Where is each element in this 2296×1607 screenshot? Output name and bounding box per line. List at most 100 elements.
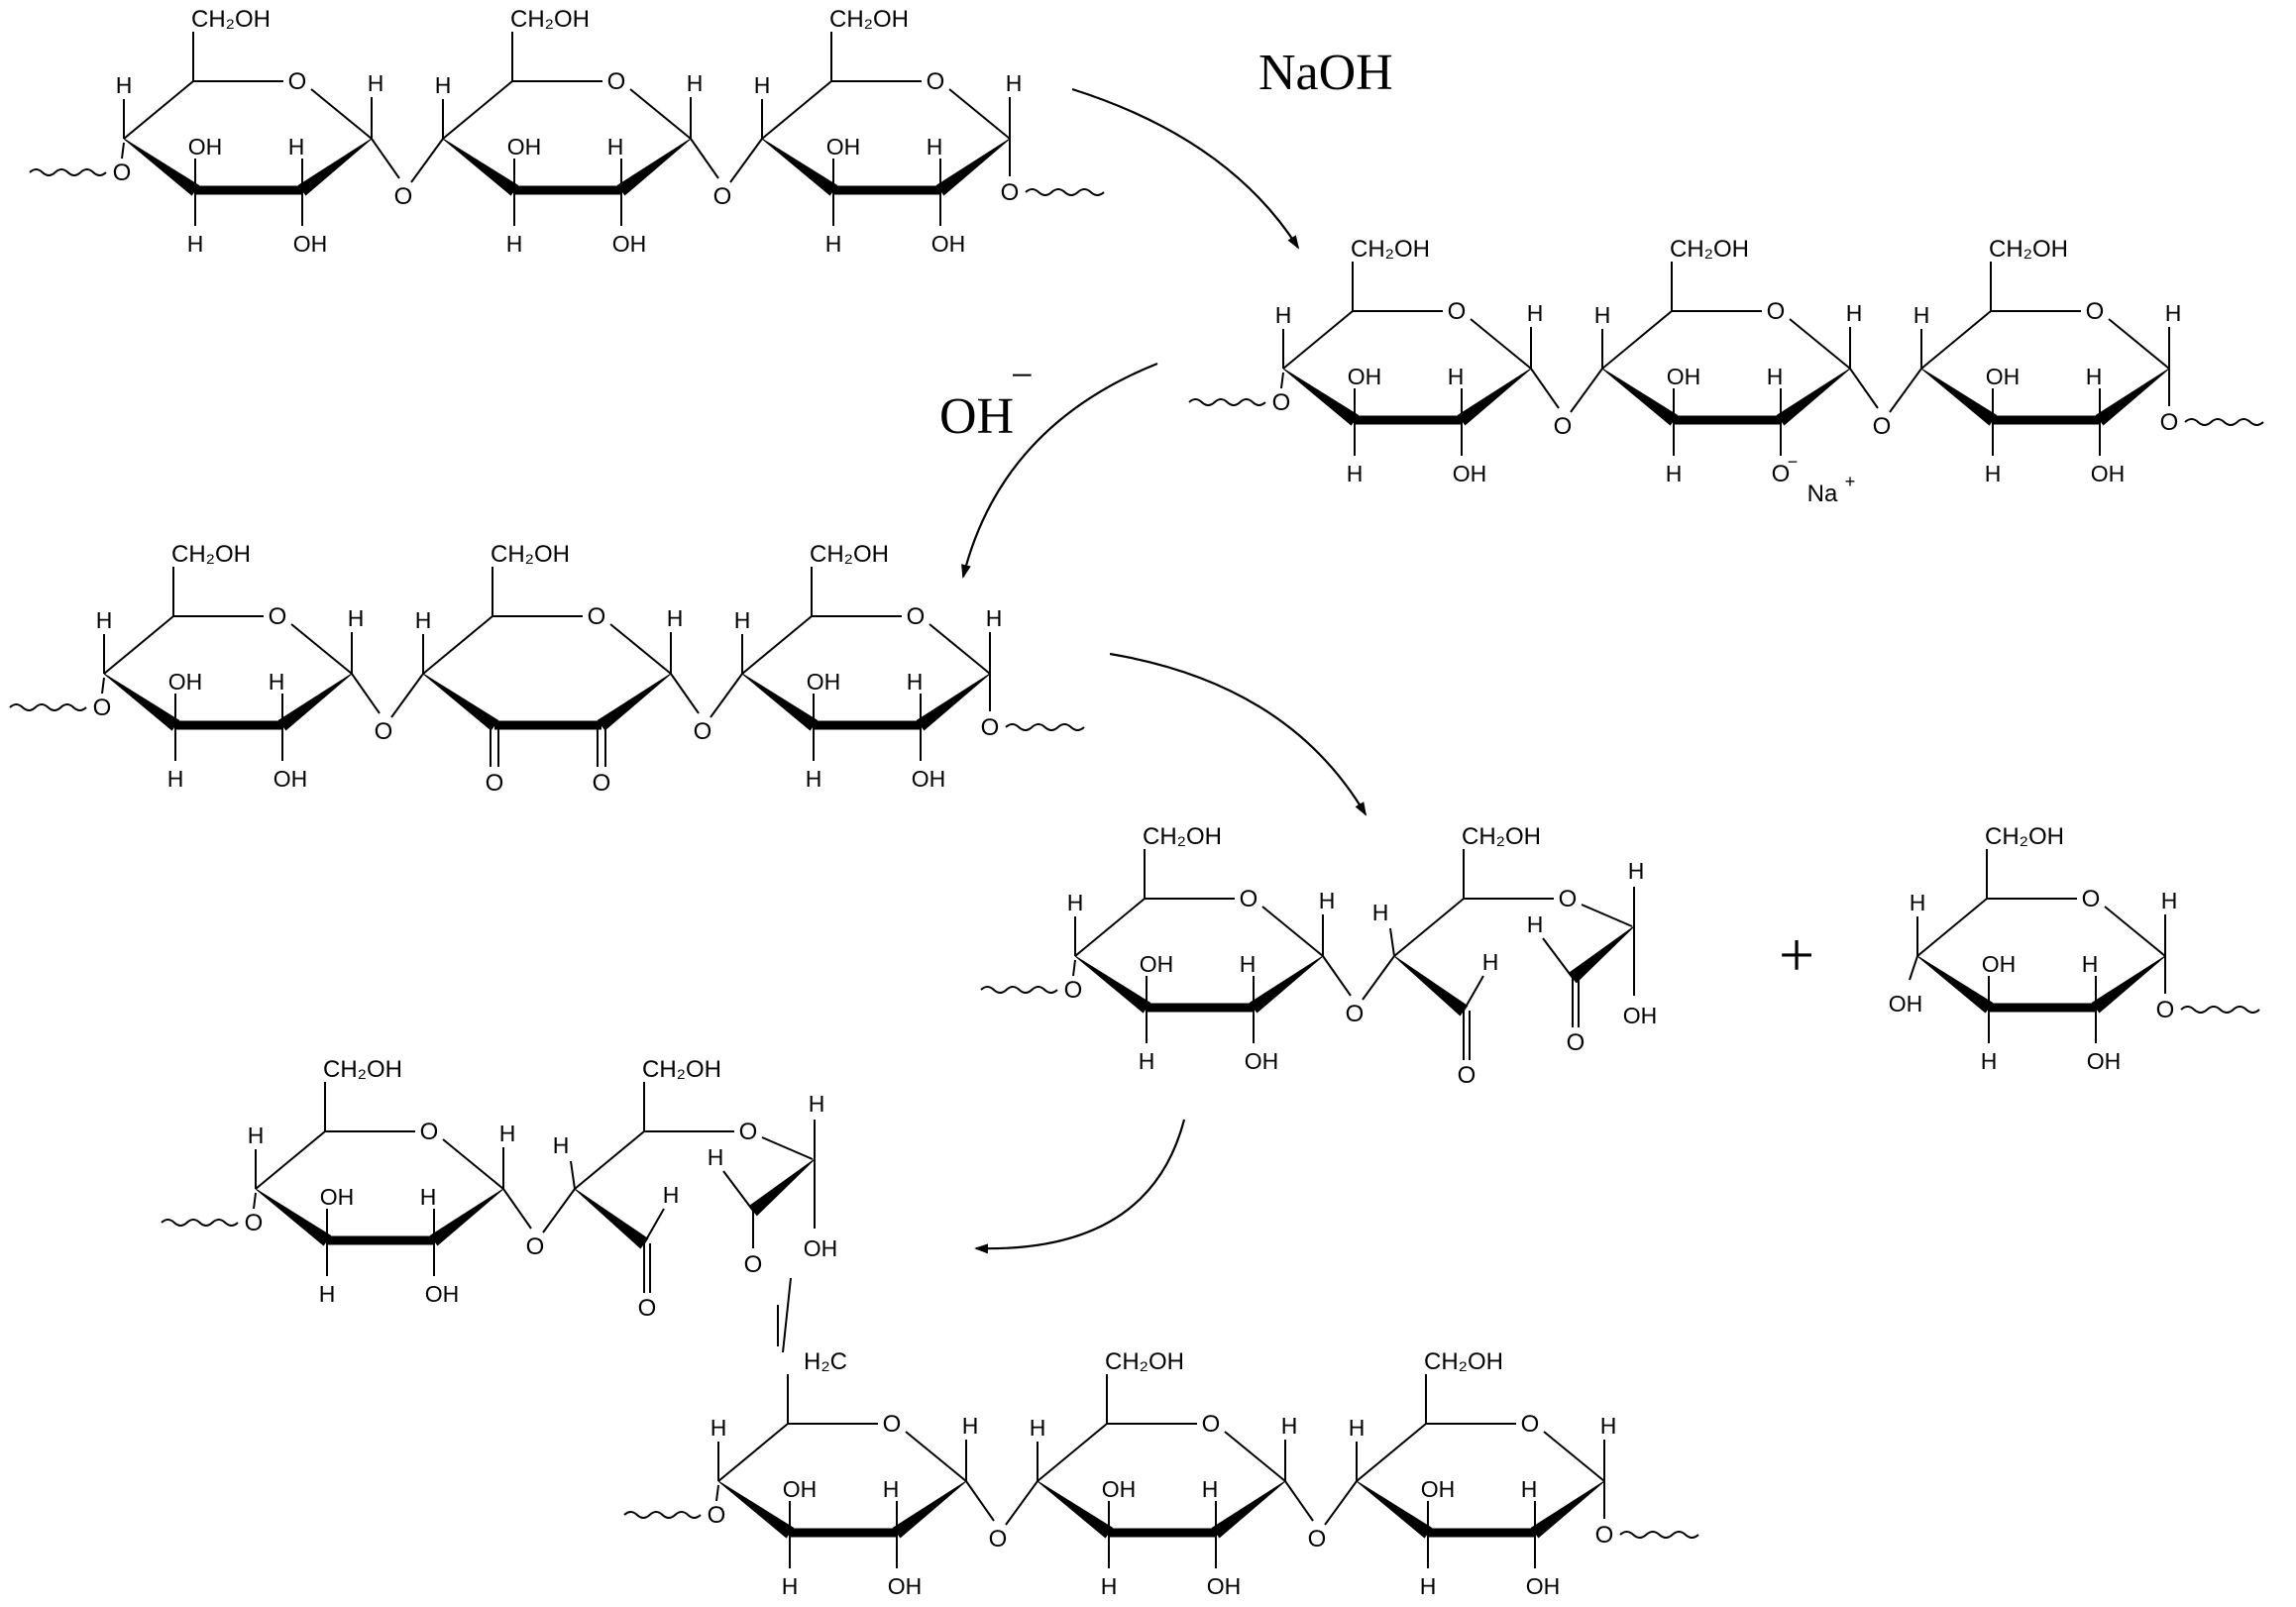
oh-label: OH xyxy=(1526,1573,1561,1599)
alkoxide-charge: − xyxy=(1788,452,1799,472)
h-label: H xyxy=(506,231,523,257)
oh-label: OH xyxy=(1623,1003,1658,1028)
ring-oxygen: O xyxy=(907,603,926,630)
h-label: H xyxy=(415,607,432,633)
glycosidic-bond xyxy=(121,142,125,160)
glycosidic-oxygen: O xyxy=(1873,413,1892,440)
arrow-cleavage xyxy=(1109,652,1367,816)
oh-label: OH xyxy=(425,1281,460,1307)
h-label: H xyxy=(782,1573,799,1599)
wedge-bond xyxy=(574,1188,649,1249)
glycosidic-oxygen: O xyxy=(1001,179,1020,206)
ring-oxygen: O xyxy=(588,603,606,630)
wedge-bond xyxy=(1457,368,1532,426)
chain-end-right xyxy=(1619,1531,1699,1539)
h-label: H xyxy=(1139,1048,1155,1074)
alkoxide-oxygen: O xyxy=(1772,461,1791,487)
glycosidic-oxygen: O xyxy=(526,1233,545,1260)
h-label: H xyxy=(348,605,365,631)
glycosidic-bond xyxy=(1280,372,1284,389)
glycosidic-oxygen: O xyxy=(694,718,712,745)
ring-bond xyxy=(1037,1423,1108,1482)
chain-end-left xyxy=(161,1219,239,1227)
ring-oxygen: O xyxy=(1448,298,1467,325)
h-label: H xyxy=(1527,300,1544,326)
glycosidic-bond xyxy=(1005,1480,1039,1526)
glycosidic-bond xyxy=(351,673,381,714)
ch2oh-label: CH₂OH xyxy=(1989,236,2068,263)
glycosidic-oxygen: O xyxy=(245,1210,264,1236)
ch2oh-label: CH₂OH xyxy=(1143,823,1222,850)
glycosidic-bond xyxy=(1362,955,1395,1001)
oh-label: OH xyxy=(2091,461,2126,486)
ring-bond xyxy=(103,615,174,675)
glycosidic-oxygen: O xyxy=(2156,997,2175,1023)
h-label: H xyxy=(269,669,285,695)
oh-label: OH xyxy=(2087,1048,2122,1074)
ring-bond xyxy=(948,88,1011,140)
oh-label: OH xyxy=(912,766,946,792)
aldehyde-bond xyxy=(1463,975,1484,1012)
arrow-hydroxide xyxy=(961,362,1158,579)
glycosidic-oxygen: O xyxy=(394,183,413,210)
aldehyde-bond xyxy=(722,1170,754,1212)
h-label: H xyxy=(2086,364,2103,389)
sodium-label: Na xyxy=(1807,481,1838,507)
h-label: H xyxy=(1521,1476,1538,1502)
ring-bond xyxy=(1543,1431,1605,1482)
ch2oh-label: CH₂OH xyxy=(1670,236,1749,263)
h-label: H xyxy=(1420,1573,1437,1599)
h-label: H xyxy=(806,766,822,792)
chain-end-right xyxy=(1005,723,1085,731)
ring-bond xyxy=(290,623,353,675)
ch2oh-label: H₂C xyxy=(804,1348,847,1375)
ring-oxygen: O xyxy=(420,1119,439,1145)
h-label: H xyxy=(1767,364,1784,389)
ring-oxygen: O xyxy=(1767,298,1786,325)
glycosidic-oxygen: O xyxy=(375,718,393,745)
oh-label: OH xyxy=(1348,364,1382,389)
ring-bond xyxy=(123,80,194,140)
wedge-bond xyxy=(277,673,353,731)
h-label: H xyxy=(420,1184,437,1210)
glycosidic-bond xyxy=(1889,368,1922,413)
oh-label: OH xyxy=(1453,461,1487,486)
ch2oh-label: CH₂OH xyxy=(1351,236,1430,263)
h-label: H xyxy=(1666,461,1683,486)
ring-bond xyxy=(1393,898,1465,957)
oh-label: OH xyxy=(1667,364,1701,389)
ring-bond xyxy=(2104,906,2166,957)
h-label: H xyxy=(907,669,924,695)
h-label: H xyxy=(499,1121,516,1146)
ring-bond xyxy=(1356,1423,1427,1482)
oh-label: OH xyxy=(1421,1476,1456,1502)
h-label: H xyxy=(1527,911,1544,937)
h-label: H xyxy=(1349,1415,1366,1441)
chain-end-left xyxy=(623,1511,702,1519)
aldehyde-bond xyxy=(643,1208,665,1244)
wedge-bond xyxy=(748,1158,816,1217)
glycosidic-oxygen: O xyxy=(1346,1001,1365,1027)
ring-oxygen: O xyxy=(1559,886,1578,912)
h-label: H xyxy=(96,607,113,633)
h-label: H xyxy=(1372,900,1389,925)
ring-bond xyxy=(255,1130,326,1190)
oh-label: OH xyxy=(612,231,647,257)
h-label: H xyxy=(1319,888,1336,913)
glycosidic-bond xyxy=(729,138,763,183)
h-label: H xyxy=(1482,949,1499,975)
ring-bond xyxy=(1282,310,1354,370)
ring-bond xyxy=(442,80,513,140)
chain-end-right xyxy=(2184,418,2264,426)
